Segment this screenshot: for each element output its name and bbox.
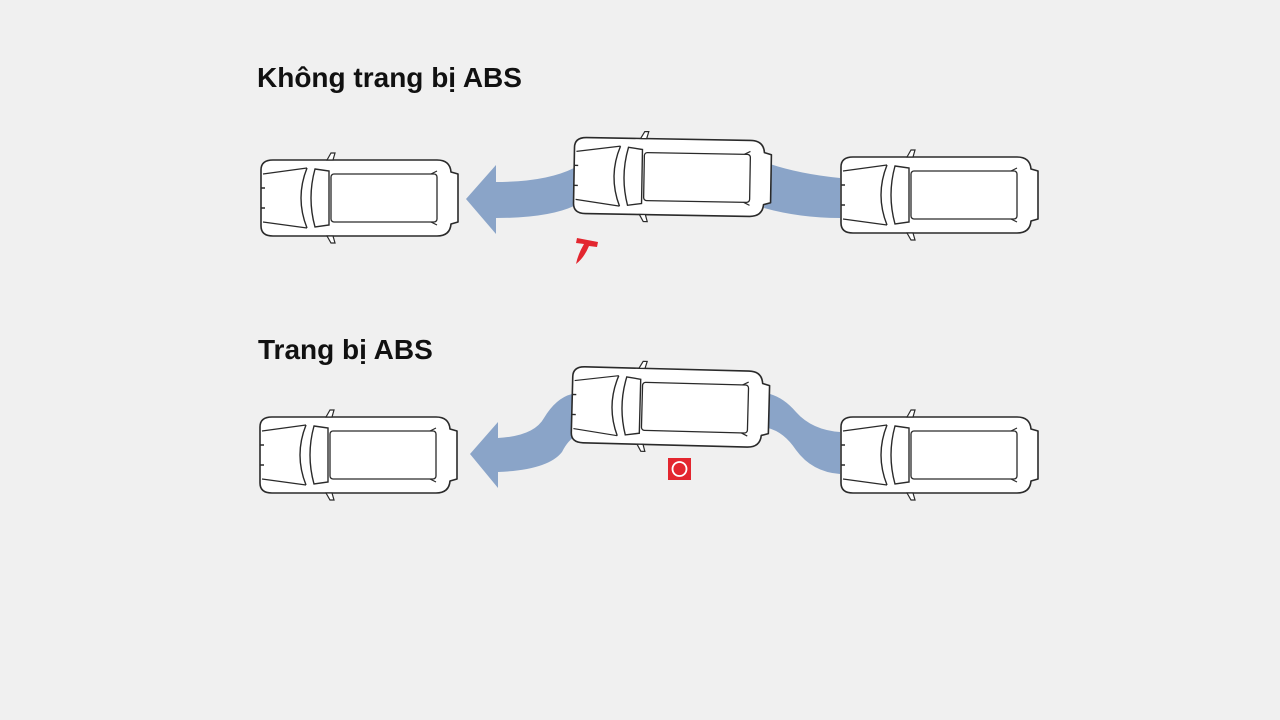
travel-path-arrow-head bbox=[470, 394, 576, 488]
skid-warning-icon bbox=[576, 238, 598, 264]
abs-circle-icon bbox=[668, 458, 691, 480]
scenario-without-abs bbox=[260, 129, 1039, 264]
car-skidding bbox=[572, 129, 773, 225]
scenario-with-abs bbox=[259, 358, 1039, 501]
scenario-title-with-abs: Trang bị ABS bbox=[258, 334, 433, 365]
car-final bbox=[259, 409, 458, 501]
car-start bbox=[840, 409, 1039, 501]
car-final bbox=[260, 152, 459, 244]
travel-path-arrow bbox=[768, 394, 840, 474]
car-controlled-steering bbox=[570, 358, 771, 456]
travel-path-arrow-head bbox=[466, 165, 574, 234]
scenario-title-without-abs: Không trang bị ABS bbox=[257, 62, 522, 93]
travel-path-arrow bbox=[764, 164, 840, 218]
car-start bbox=[840, 149, 1039, 241]
